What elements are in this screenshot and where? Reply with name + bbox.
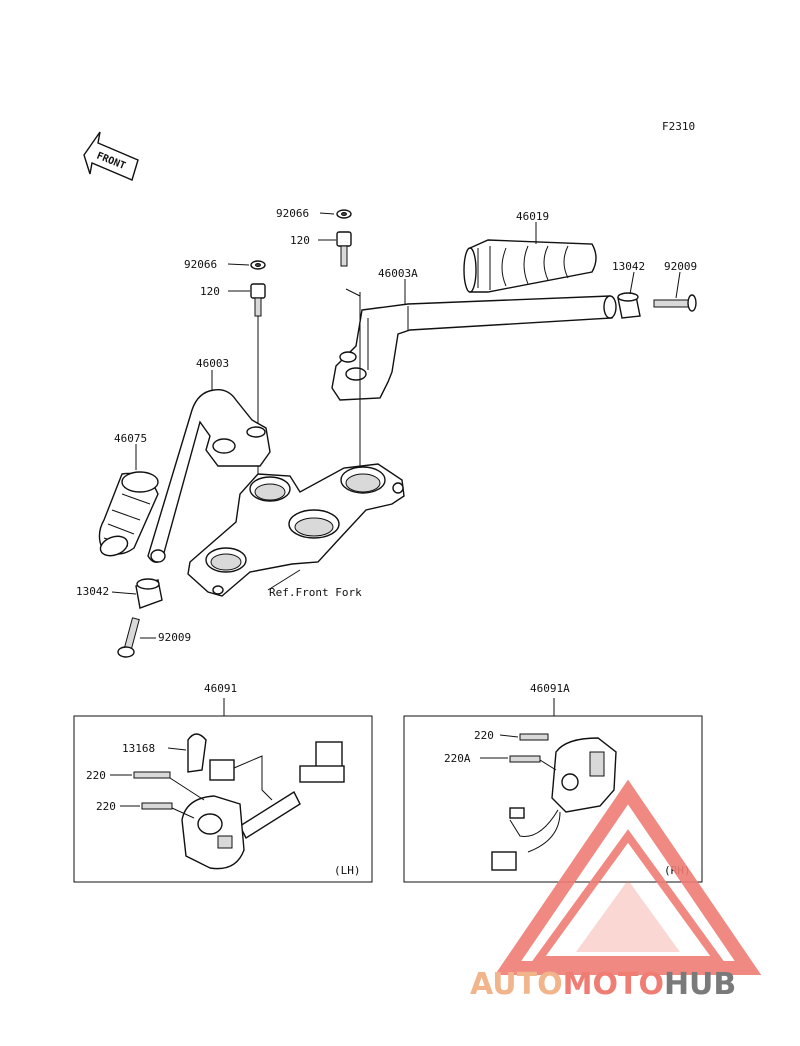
bar-end-weight-13042-left [135,578,163,609]
handlebar-46003A [331,295,617,401]
label-13042-left: 13042 [76,585,109,598]
label-220-rh: 220 [474,729,494,742]
grip-46075 [98,471,159,557]
lh-switch-frame [73,715,373,883]
label-46003: 46003 [196,357,229,370]
top-triple-clamp [187,463,405,597]
label-92066-left: 92066 [184,258,217,271]
bolt-120-left [250,283,266,317]
rh-switch-frame [403,715,703,883]
washer-92066-left [250,260,266,270]
label-220A: 220A [444,752,471,765]
label-92066-upper: 92066 [276,207,309,220]
label-13168: 13168 [122,742,155,755]
label-46075: 46075 [114,432,147,445]
label-46091: 46091 [204,682,237,695]
label-92009-right: 92009 [664,260,697,273]
label-46091A: 46091A [530,682,570,695]
washer-92066-upper [336,209,352,219]
label-220-lh-lower: 220 [96,800,116,813]
label-220-lh-upper: 220 [86,769,106,782]
lh-switch-assembly [133,733,345,870]
label-120-upper: 120 [290,234,310,247]
figure-code: F2310 [662,120,695,133]
watermark-text: AUTOMOTOHUB [470,967,736,1002]
handlebar-46003 [147,389,271,563]
front-arrow-icon: FRONT [83,131,139,181]
screw-92009-right [653,294,697,312]
bar-end-weight-13042-right [617,292,641,319]
label-46019: 46019 [516,210,549,223]
label-lh: (LH) [334,864,361,877]
rh-switch-assembly [491,733,617,871]
label-92009-left: 92009 [158,631,191,644]
screw-92009-left [117,617,140,658]
grip-46019 [463,239,597,293]
label-46003A: 46003A [378,267,418,280]
label-ref-front-fork: Ref.Front Fork [269,586,362,599]
bolt-120-upper [336,231,352,267]
label-120-left: 120 [200,285,220,298]
watermark-logo [494,779,762,975]
label-13042-right: 13042 [612,260,645,273]
